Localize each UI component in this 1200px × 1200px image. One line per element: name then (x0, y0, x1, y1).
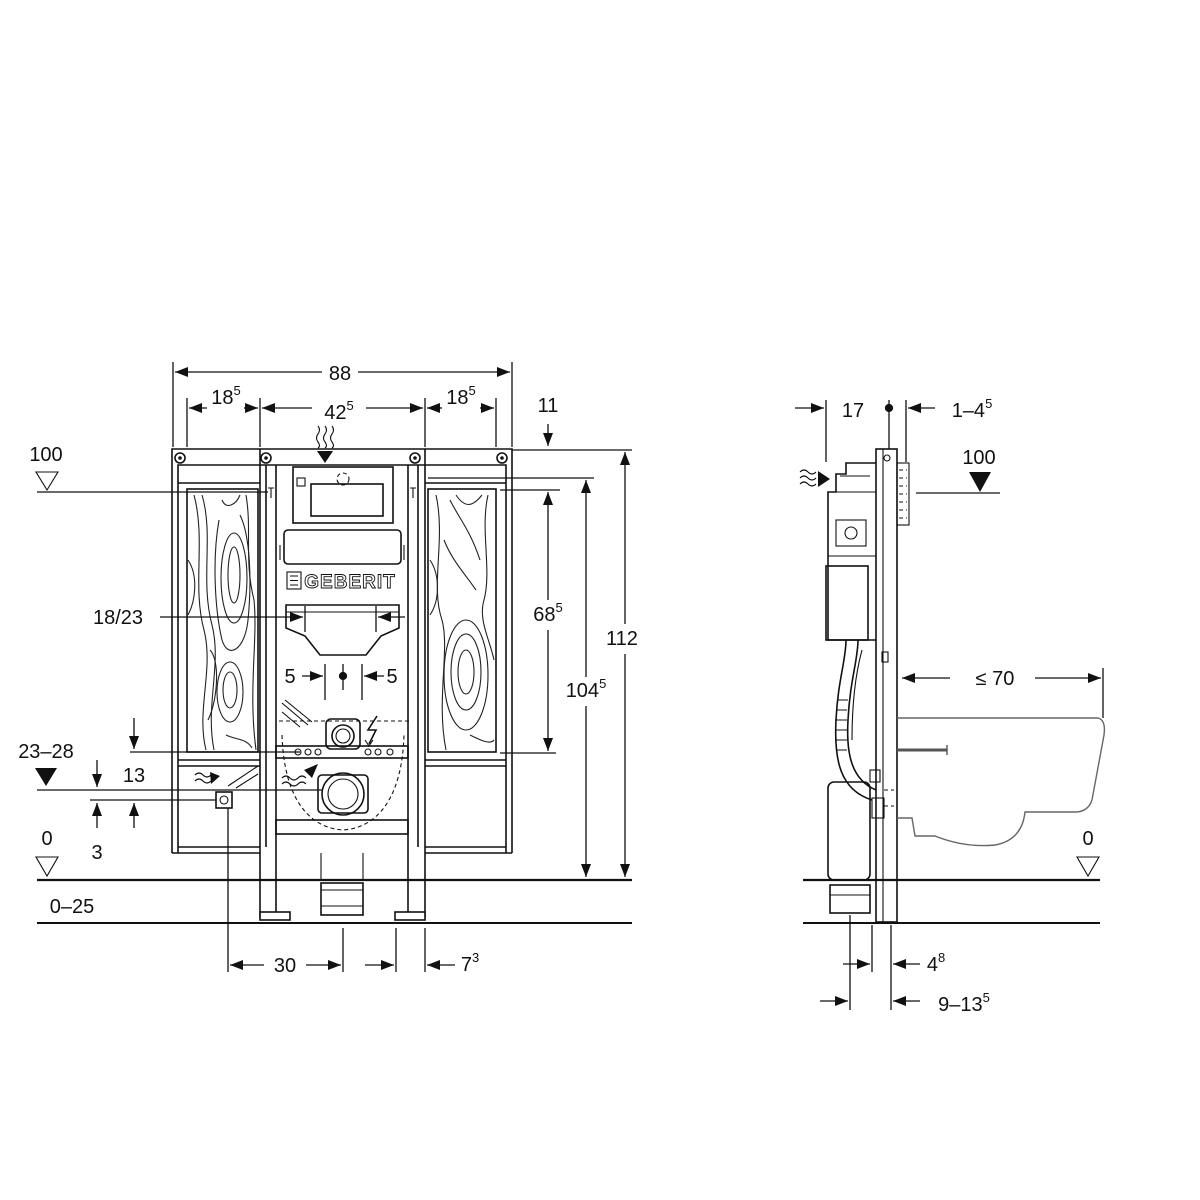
level-marker-filled-icon (969, 472, 991, 492)
cistern: GEBERIT (283, 466, 402, 656)
flush-and-drain-assembly (275, 699, 410, 916)
level-marker-open-icon (35, 856, 59, 878)
front-labels: 88 185 425 185 11 100 18/23 685 112 5 5 … (18, 363, 638, 977)
dim-bottom-30: 30 (274, 955, 296, 977)
toilet-bowl-side (897, 717, 1106, 847)
frame-plate (875, 448, 910, 923)
dim-height-104: 1045 (566, 676, 607, 702)
dim-offset-left: 5 (284, 666, 295, 688)
dim-width-left: 185 (211, 383, 240, 409)
water-inlet-icon (315, 425, 335, 463)
front-view: GEBERIT (18, 362, 638, 977)
dim-top-offset: 11 (538, 395, 559, 417)
floor-range-label: 0–25 (50, 896, 95, 918)
level-marker-open-icon (35, 471, 59, 492)
side-supply-detail (194, 765, 259, 809)
wood-panel-left (186, 488, 259, 753)
logo-text: GEBERIT (304, 572, 395, 593)
front-floor-lines (37, 878, 632, 924)
dim-spacing-18-23: 18/23 (93, 607, 143, 629)
side-dimension-lines (795, 400, 1104, 1010)
dim-width-center: 425 (324, 398, 353, 424)
dim-offset-1-4: 1–45 (952, 396, 993, 422)
side-level-0-label: 0 (1082, 828, 1093, 850)
dim-bottom-7: 73 (461, 950, 479, 976)
cistern-side (825, 462, 876, 641)
water-inlet-icon-side (799, 469, 830, 487)
side-level-100-label: 100 (962, 447, 995, 469)
dim-depth-17: 17 (842, 400, 864, 422)
water-inlet-icon-lower (281, 764, 318, 787)
dim-gap-13: 13 (123, 765, 145, 787)
dim-height-68: 685 (533, 600, 562, 626)
side-labels: 17 1–45 100 ≤ 70 0 48 9–135 (842, 396, 1094, 1016)
level-23-28-label: 23–28 (18, 741, 74, 763)
center-posts (259, 449, 426, 921)
dim-height-112: 112 (606, 628, 638, 650)
side-view: 17 1–45 100 ≤ 70 0 48 9–135 (795, 396, 1106, 1016)
level-0-label: 0 (41, 828, 52, 850)
drain-pipe-side (827, 769, 894, 914)
frame-outline (171, 448, 513, 854)
mounting-bolts (174, 452, 508, 464)
level-marker-open-icon (1076, 856, 1100, 878)
side-floor-lines (803, 878, 1100, 924)
dim-offset-right: 5 (386, 666, 397, 688)
geberit-logo-icon (286, 571, 302, 590)
dim-width-total: 88 (329, 363, 351, 385)
front-dimension-lines (37, 362, 632, 972)
dim-gap-3: 3 (91, 842, 102, 864)
wood-panel-right (427, 488, 497, 753)
dim-bottom-4: 48 (927, 950, 945, 976)
level-marker-filled-icon (35, 768, 57, 786)
power-supply-icon (364, 715, 378, 747)
level-markers-side (969, 472, 1100, 878)
flush-pipe-side (834, 639, 877, 801)
dim-width-right: 185 (446, 383, 475, 409)
dim-projection: ≤ 70 (976, 668, 1015, 690)
level-100-label: 100 (29, 444, 62, 466)
level-markers-front (35, 471, 59, 878)
dim-bottom-9-13: 9–135 (938, 990, 990, 1016)
